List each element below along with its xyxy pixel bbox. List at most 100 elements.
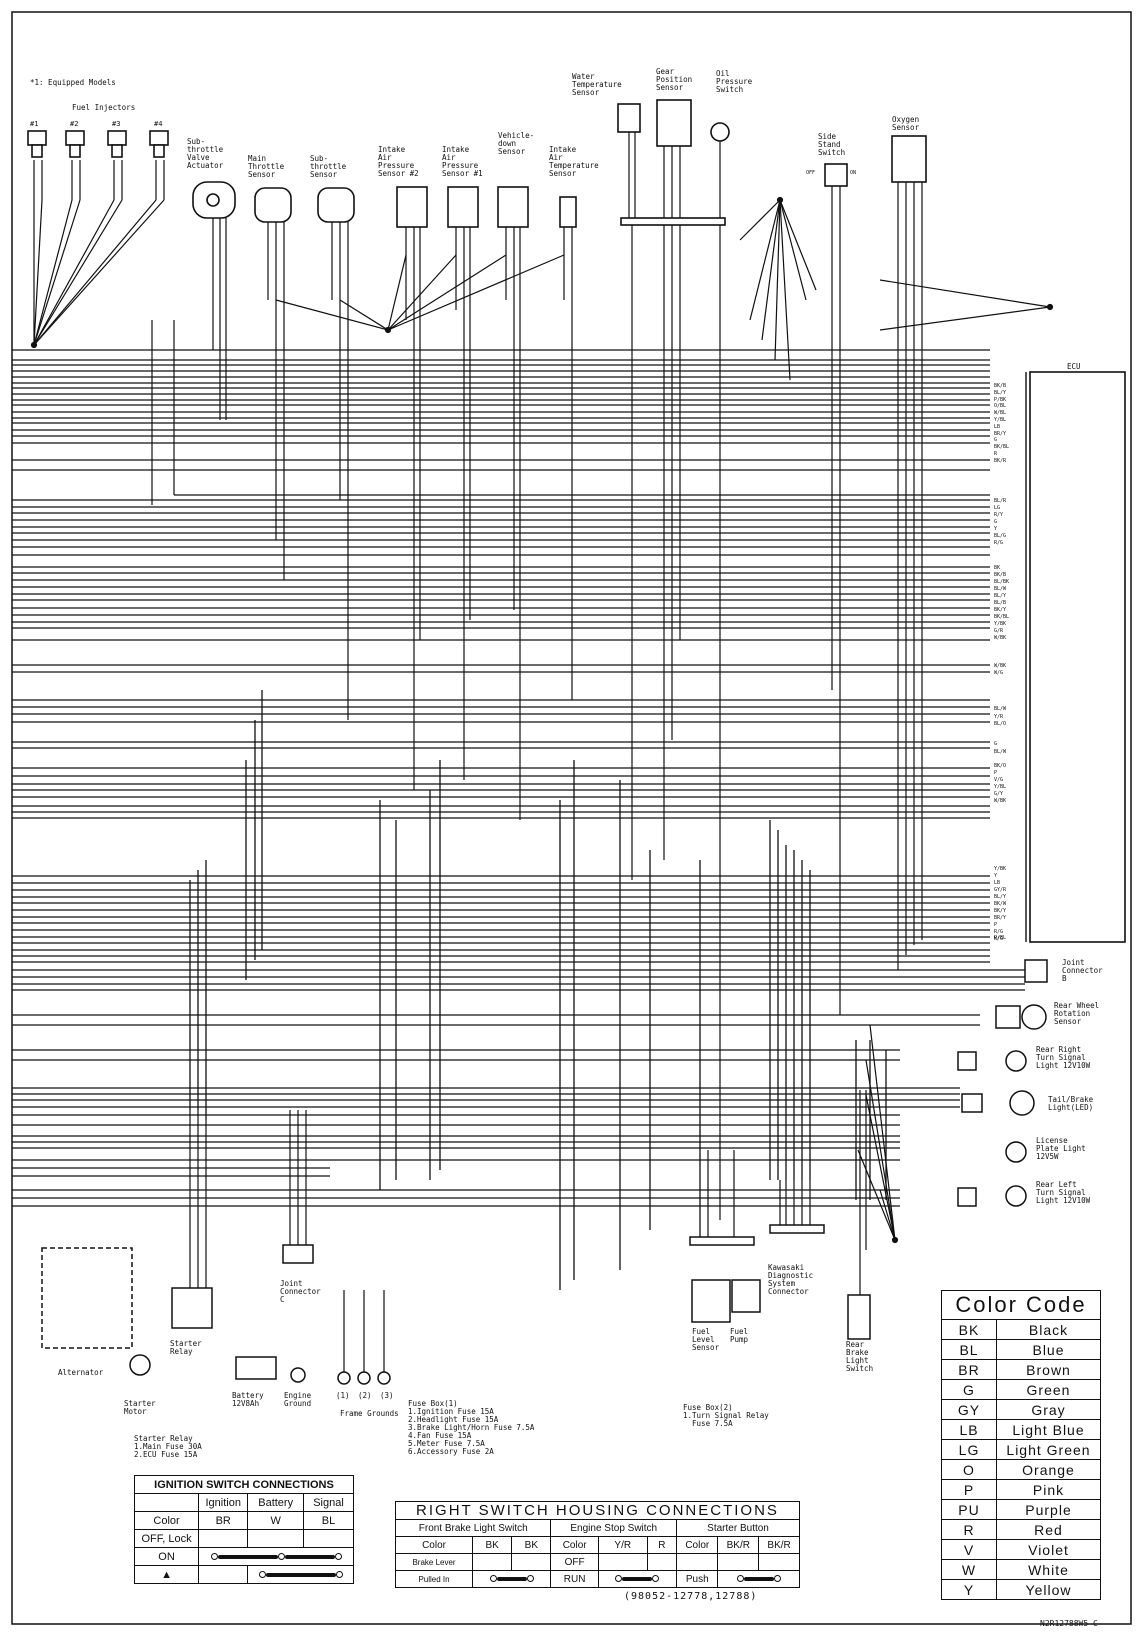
ign-h0: [133, 1493, 200, 1512]
color-name: Light Green: [996, 1439, 1101, 1460]
rear-wheel-rotation-label: Rear Wheel Rotation Sensor: [1054, 1001, 1100, 1026]
injector-2-label: #2: [70, 120, 79, 128]
color-abbrev: O: [941, 1459, 997, 1480]
color-abbrev: P: [941, 1479, 997, 1500]
ecu-pin-label: BK/W: [994, 901, 1007, 907]
ecu-pin-label: W/BK: [994, 635, 1007, 641]
starter-relay-note: Starter Relay 1.Main Fuse 30A 2.ECU Fuse…: [134, 1434, 202, 1459]
oxygen-sensor-label: Oxygen Sensor: [892, 115, 920, 132]
ecu-pin-label: Y: [994, 526, 998, 532]
rs-r2-0: Pulled In: [394, 1570, 474, 1588]
ignition-title: IGNITION SWITCH CONNECTIONS: [134, 1475, 354, 1494]
ecu-pin-label: R/G: [994, 929, 1004, 935]
joint-connector-b-label: Joint Connector B: [1062, 958, 1103, 983]
ecu-pin-label: LG: [994, 505, 1001, 511]
color-code-title: Color Code: [941, 1290, 1101, 1320]
color-name: Black: [996, 1319, 1101, 1340]
ecu-pin-label: BL/W: [994, 748, 1007, 755]
ecu-pin-label: BK/BL: [994, 614, 1010, 620]
color-name: Green: [996, 1379, 1101, 1400]
main-throttle-sensor-label: Main Throttle Sensor: [248, 154, 285, 179]
ecu-pin-label: W/BK: [994, 663, 1007, 669]
rs-r2-6: Push: [676, 1570, 719, 1588]
color-name: Blue: [996, 1339, 1101, 1360]
vehicle-down-sensor-label: Vehicle- down Sensor: [498, 131, 535, 156]
ecu-pin-label: Y/BK: [994, 621, 1007, 627]
battery-label: Battery 12V8Ah: [232, 1391, 264, 1408]
starter-relay-label: Starter Relay: [170, 1339, 202, 1356]
rs-color-cell: R: [646, 1536, 678, 1554]
fuel-level-label: Fuel Level Sensor: [692, 1327, 720, 1352]
ecu-pin-label: W/BK: [994, 798, 1007, 804]
color-abbrev: G: [941, 1379, 997, 1400]
color-name: Red: [996, 1519, 1101, 1540]
sub-throttle-sensor-label: Sub- throttle Sensor: [310, 154, 347, 179]
water-temp-label: Water Temperature Sensor: [572, 72, 622, 97]
ecu-pin-label: BL/BK: [994, 579, 1010, 585]
ecu-pin-label: R: [994, 451, 998, 457]
ecu-pin-label: G: [994, 741, 998, 747]
color-abbrev: R: [941, 1519, 997, 1540]
ecu-pin-label: BR/Y: [994, 430, 1007, 437]
color-name: Brown: [996, 1359, 1101, 1380]
fuel-injectors-label: Fuel Injectors: [72, 103, 136, 112]
ecu-pin-label: BL/O: [994, 721, 1007, 727]
starter-motor-label: Starter Motor: [124, 1399, 156, 1416]
intake-air-pressure-1-label: Intake Air Pressure Sensor #1: [442, 145, 483, 178]
ign-r0: OFF, Lock: [133, 1529, 200, 1548]
injector-4-label: #4: [154, 120, 163, 128]
color-abbrev: BR: [941, 1359, 997, 1380]
ecu-pin-label: G: [994, 437, 998, 444]
harness-lines: [12, 349, 1025, 1207]
rear-brake-switch-label: Rear Brake Light Switch: [846, 1340, 874, 1373]
rs-group-0: Front Brake Light Switch: [394, 1519, 552, 1537]
color-name: Gray: [996, 1399, 1101, 1420]
fuel-pump-label: Fuel Pump: [730, 1327, 749, 1344]
ecu-pin-label: BK/BL: [994, 444, 1010, 451]
color-name: Pink: [996, 1479, 1101, 1500]
ecu-pin-label: BL/Y: [994, 389, 1007, 396]
engine-ground-label: Engine Ground: [284, 1391, 312, 1408]
fuel-injectors: [27, 130, 169, 158]
rs-brake-connection: [472, 1570, 552, 1588]
rs-color-cell: Y/R: [597, 1536, 648, 1554]
color-abbrev: W: [941, 1559, 997, 1580]
frame-grounds-label: Frame Grounds: [340, 1409, 399, 1418]
rs-color-cell: BK/R: [717, 1536, 760, 1554]
ecu-pin-label: BL/Y: [994, 593, 1007, 599]
rs-group-2: Starter Button: [676, 1519, 800, 1537]
intake-air-temp-label: Intake Air Temperature Sensor: [549, 145, 599, 178]
ecu-pin-label: P/BL: [994, 935, 1007, 941]
equipped-note: *1: Equipped Models: [30, 78, 116, 87]
rs-r1-3: OFF: [550, 1553, 599, 1571]
color-name: Yellow: [996, 1579, 1101, 1600]
rear-right-turn-label: Rear Right Turn Signal Light 12V10W: [1036, 1045, 1091, 1070]
ecu-pin-label: BL/G: [994, 533, 1007, 539]
ign-c3: BL: [302, 1511, 355, 1530]
ign-r1: ON: [133, 1547, 200, 1566]
ecu-pin-label: V/G: [994, 777, 1004, 783]
color-name: Purple: [996, 1499, 1101, 1520]
rs-color-cell: Color: [676, 1536, 719, 1554]
ign-c2: W: [247, 1511, 304, 1530]
ecu-pin-label: W/G: [994, 670, 1004, 676]
ecu-pin-label: Y/R: [994, 713, 1004, 720]
ecu-pin-label: G/Y: [994, 791, 1004, 797]
rs-color-cell: BK/R: [758, 1536, 800, 1554]
gear-position-label: Gear Position Sensor: [656, 67, 693, 92]
rs-title: RIGHT SWITCH HOUSING CONNECTIONS: [395, 1501, 800, 1520]
ecu-pin-label: BL/B: [994, 600, 1007, 606]
ecu-pin-label: G/R: [994, 628, 1004, 634]
ecu-pin-label: LB: [994, 423, 1001, 430]
ign-h1: Ignition: [198, 1493, 249, 1512]
